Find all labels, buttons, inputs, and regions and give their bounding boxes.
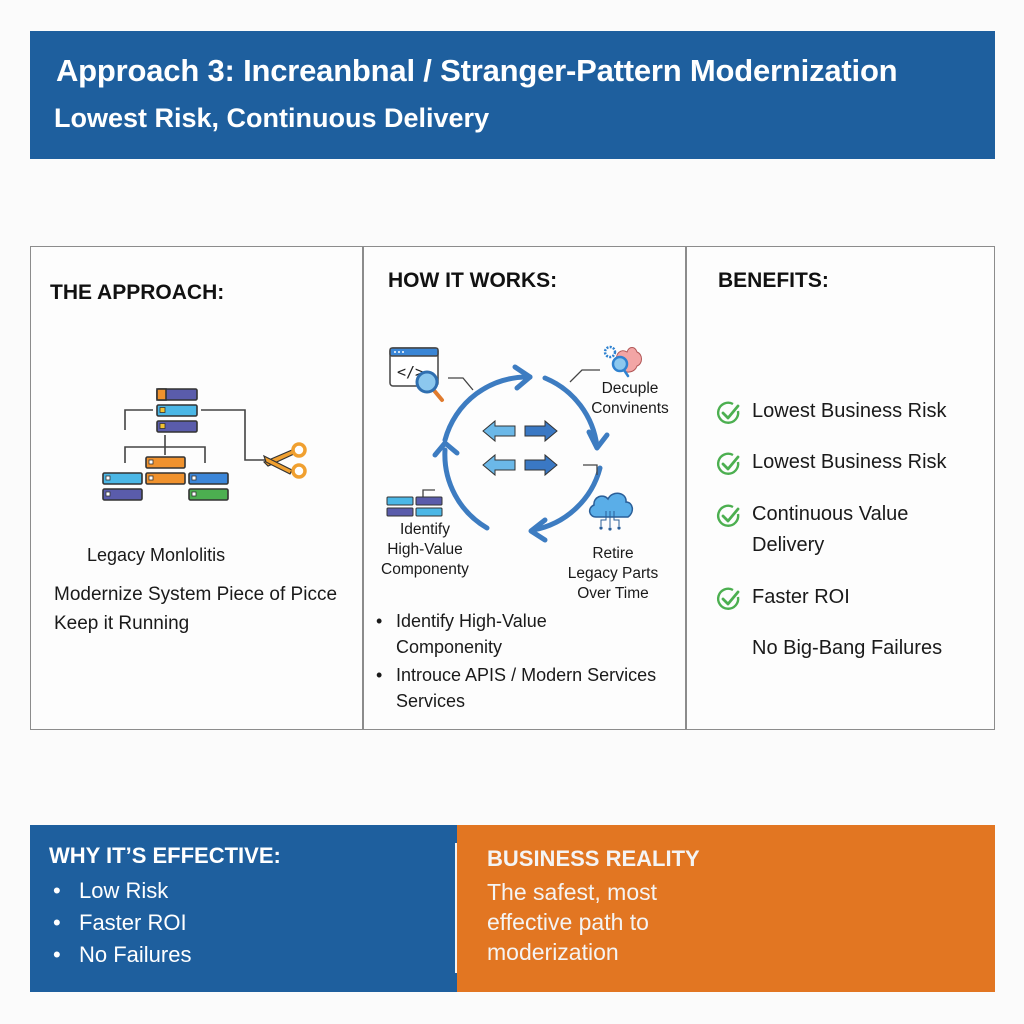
bullet-line: Identify High-Value: [396, 611, 547, 631]
server-blocks-icon: [386, 496, 443, 517]
bullet-line: Services: [396, 691, 466, 711]
business-reality-banner: BUSINESS REALITY The safest, most effect…: [457, 825, 995, 992]
step-retire-line: Legacy Parts: [567, 565, 659, 582]
why-effective-item: Low Risk: [49, 875, 191, 907]
benefit-label-line: Continuous Value: [752, 503, 909, 525]
column-divider: [685, 247, 687, 729]
step-identify-line: Componenty: [381, 561, 469, 578]
how-it-works-bullets: Identify High-Value Componenity Introuce…: [370, 608, 656, 716]
bullet-line: Introuce APIS / Modern Services: [396, 665, 657, 685]
step-retire-line: Over Time: [577, 585, 649, 602]
step-identify-line: High-Value: [387, 541, 463, 558]
benefit-label: Lowest Business Risk: [752, 400, 947, 422]
why-effective-list: Low Risk Faster ROI No Failures: [49, 875, 191, 971]
check-circle-icon: [716, 401, 740, 424]
gear-brain-icon: [603, 345, 642, 378]
benefit-label: Lowest Business Risk: [752, 451, 947, 473]
step-decouple-label: Decuple Convinents: [560, 379, 700, 419]
benefit-label: Continuous Value Delivery: [752, 499, 908, 561]
banner-separator: [455, 843, 457, 973]
approach-heading: THE APPROACH:: [50, 281, 225, 304]
benefit-label: Faster ROI: [752, 586, 850, 608]
page-subtitle: Lowest Risk, Continuous Delivery: [54, 103, 490, 133]
approach-caption: Legacy Monlolitis: [87, 545, 226, 565]
step-identify-line: Identify: [400, 521, 450, 538]
step-decouple-line: Convinents: [591, 400, 669, 417]
cycle-arrow-right: [542, 375, 600, 450]
scissors-icon: [262, 442, 307, 479]
step-decouple-line: Decuple: [601, 380, 659, 397]
server-rack-icon: [102, 388, 270, 501]
step-retire-line: Retire: [592, 545, 634, 562]
why-effective-heading: WHY IT’S EFFECTIVE:: [49, 843, 281, 868]
column-divider: [362, 247, 364, 729]
page-title: Approach 3: Increanbnal / Stranger-Patte…: [56, 53, 898, 88]
why-effective-item: No Failures: [49, 939, 191, 971]
bullet-item: Identify High-Value Componenity: [370, 608, 656, 660]
bullet-line: Componenity: [396, 637, 503, 657]
benefit-label-line: Delivery: [752, 534, 825, 556]
benefit-label: No Big-Bang Failures: [752, 637, 943, 659]
why-effective-item: Faster ROI: [49, 907, 191, 939]
bullet-item: Introuce APIS / Modern Services Services: [370, 662, 656, 714]
how-it-works-heading: HOW IT WORKS:: [388, 269, 558, 292]
business-reality-heading: BUSINESS REALITY: [487, 846, 700, 871]
approach-line-2: Keep it Running: [54, 613, 190, 634]
benefits-heading: BENEFITS:: [718, 269, 829, 292]
cycle-arrow-bottom: [530, 465, 603, 533]
step-identify-label: Identify High-Value Componenty: [360, 520, 490, 580]
code-search-icon: </>: [389, 347, 444, 402]
cycle-diagram: </>: [386, 345, 642, 543]
check-circle-icon: [716, 452, 740, 475]
cycle-arrow-top: [442, 374, 533, 443]
why-effective-banner: WHY IT’S EFFECTIVE: Low Risk Faster ROI …: [30, 825, 458, 992]
check-circle-icon: [716, 504, 740, 527]
header-banner: Approach 3: Increanbnal / Stranger-Patte…: [30, 31, 995, 159]
approach-line-1: Modernize System Piece of Picce: [54, 584, 338, 605]
cloud-network-icon: [588, 492, 634, 531]
check-circle-icon: [716, 587, 740, 610]
business-reality-text: The safest, most effective path to moder…: [487, 879, 658, 965]
step-retire-label: Retire Legacy Parts Over Time: [548, 544, 678, 604]
bidirectional-arrows-icon: [482, 419, 558, 477]
cycle-arrow-left: [442, 447, 490, 531]
